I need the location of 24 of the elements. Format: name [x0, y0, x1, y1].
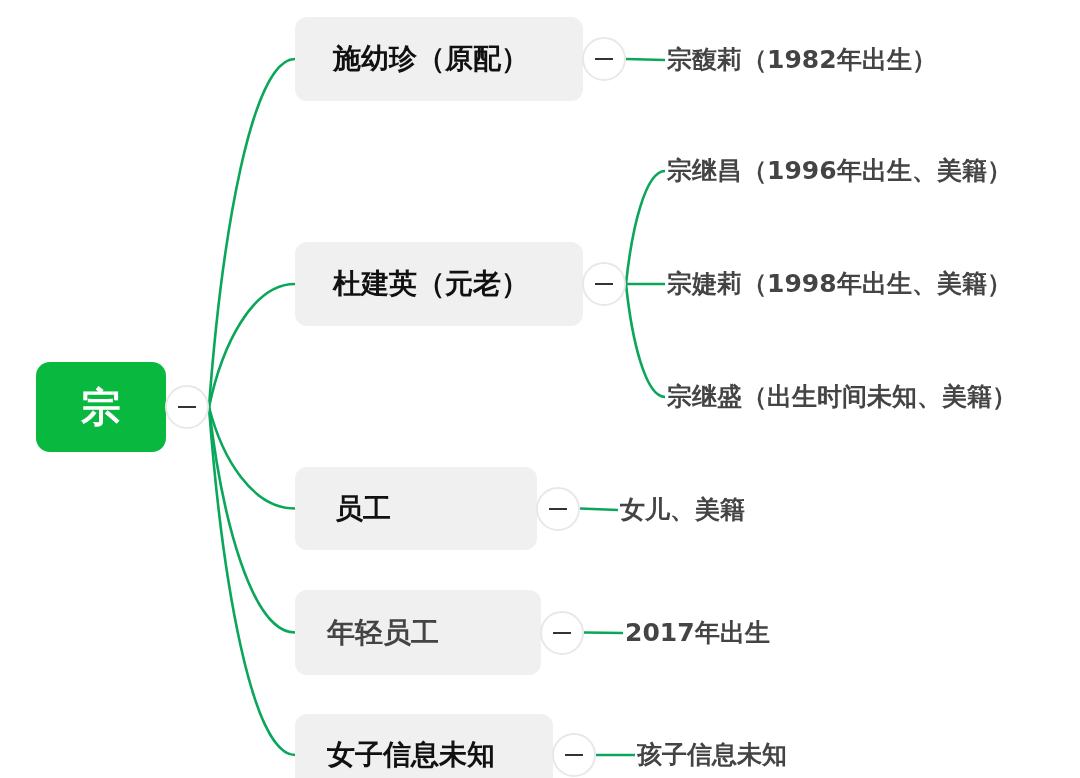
- connector: [207, 406, 296, 510]
- connector: [624, 283, 666, 399]
- subtopic-text: 女儿、美籍: [618, 495, 747, 525]
- connector: [207, 406, 296, 634]
- subtopic-text: 宗继昌（1996年出生、美籍）: [665, 156, 1014, 186]
- subtopic-text: 宗继盛（出生时间未知、美籍）: [665, 382, 1019, 412]
- topic-box: 年轻员工: [295, 590, 541, 675]
- root-topic-box: 宗: [36, 362, 166, 452]
- topic-box: 施幼珍（原配）: [295, 17, 583, 101]
- subtopic-text: 宗婕莉（1998年出生、美籍）: [665, 269, 1014, 299]
- topic-box: 员工: [295, 467, 537, 550]
- connector: [207, 282, 296, 408]
- topic-box: 杜建英（元老）: [295, 242, 583, 326]
- connector: [625, 57, 666, 62]
- subtopic-text: 孩子信息未知: [635, 740, 789, 770]
- topic-box: 女子信息未知: [295, 714, 553, 778]
- connector: [596, 753, 635, 757]
- connector: [624, 169, 666, 285]
- connector: [584, 631, 623, 635]
- connector: [579, 507, 619, 512]
- subtopic-text: 2017年出生: [623, 618, 772, 648]
- connector: [626, 282, 665, 286]
- subtopic-text: 宗馥莉（1982年出生）: [665, 45, 939, 75]
- connector: [207, 406, 296, 757]
